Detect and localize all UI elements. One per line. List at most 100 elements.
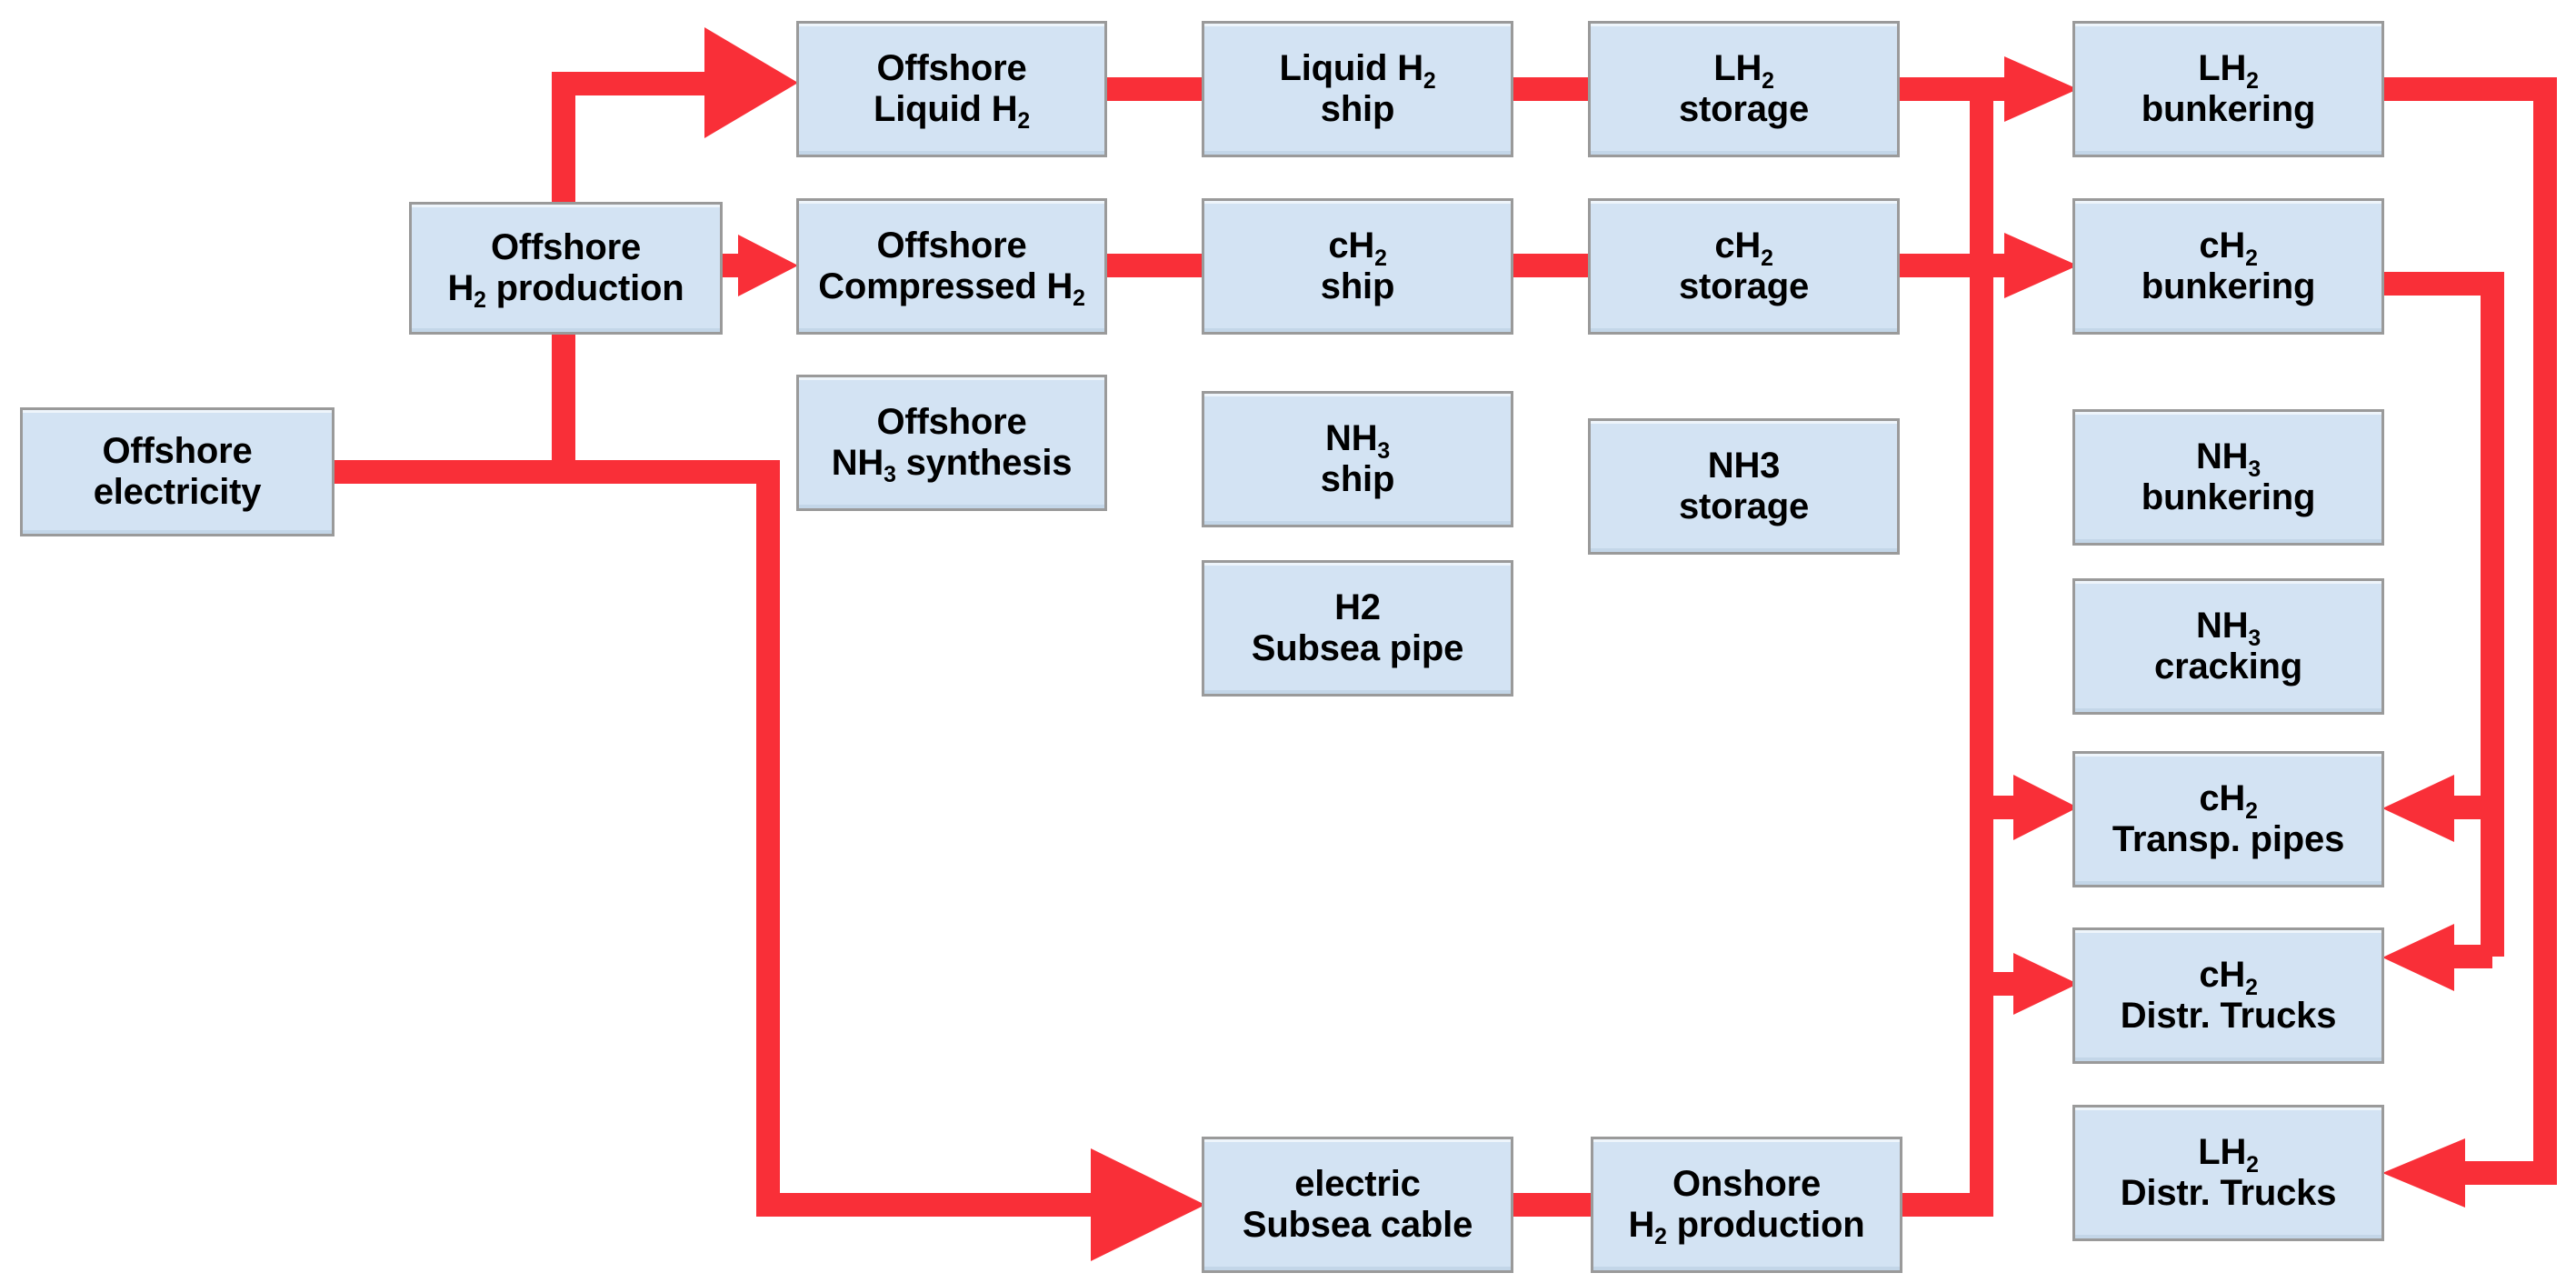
node-label-line: ship [1320, 459, 1395, 500]
node-label-line: bunkering [2142, 266, 2316, 307]
label-text: storage [1678, 486, 1810, 526]
node-label-line: ship [1280, 89, 1436, 130]
label-text: electricity [93, 472, 262, 512]
label-text: H2 [1334, 587, 1381, 628]
arrow-to-offshore-liquid-h2 [704, 27, 798, 138]
node-label-line: Offshore [832, 402, 1073, 443]
node-label-line: cracking [2154, 647, 2302, 687]
node-label-line: H2 production [1628, 1205, 1864, 1249]
node-label-line: Liquid H2 [874, 89, 1030, 134]
node-label-line: electricity [94, 472, 262, 513]
label-text: LH [1713, 48, 1762, 89]
node-label-line: NH3 [2154, 606, 2302, 650]
edge-offshore-electricity-to-electric-subsea-cable [329, 460, 1111, 1217]
node-label-line: storage [1679, 486, 1809, 527]
label-text: cH [1714, 226, 1762, 266]
label-text: LH [2198, 48, 2247, 89]
label-text: NH [2196, 606, 2249, 647]
label-text: cH [1328, 226, 1375, 266]
subscript: 2 [1762, 68, 1774, 94]
label-text: Onshore [1672, 1164, 1822, 1205]
label-text: Liquid H [874, 89, 1018, 129]
edge-lh2-bunkering-to-lh2-distr-trucks [2379, 77, 2557, 1185]
edge-ch2-bunkering-return-spine [2379, 272, 2504, 957]
node-label-line: LH2 [2121, 1132, 2337, 1177]
node-label-line: LH2 [1679, 48, 1809, 93]
subscript: 2 [2245, 798, 2258, 824]
subscript: 2 [2245, 246, 2258, 271]
node-label-line: electric [1243, 1164, 1473, 1205]
node-label-line: H2 production [447, 268, 684, 313]
arrow-to-ch2-distr-trucks [2013, 953, 2078, 1015]
arrow-to-electric-subsea-cable [1091, 1148, 1205, 1261]
label-text: Offshore [490, 227, 642, 268]
node-label-line: Distr. Trucks [2121, 996, 2337, 1037]
node-label-line: cH2 [1321, 226, 1394, 270]
arrow-to-ch2-transp-pipes-right [2382, 775, 2454, 842]
subscript: 3 [884, 463, 896, 488]
label-text: ship [1320, 266, 1395, 306]
node-label-line: Subsea pipe [1252, 628, 1464, 669]
node-label-line: bunkering [2142, 477, 2316, 518]
label-text: Liquid H [1279, 48, 1424, 89]
label-text: H [1628, 1205, 1655, 1245]
label-text: NH [831, 443, 884, 483]
node-label-line: NH3 synthesis [831, 443, 1073, 488]
node-label-line: Liquid H2 [1279, 48, 1436, 93]
node-label-line: Offshore [447, 227, 684, 268]
node-label-line: cH2 [2112, 778, 2344, 823]
label-text: Offshore [876, 48, 1027, 89]
subscript: 2 [2246, 1152, 2259, 1178]
node-label-line: Offshore [94, 431, 262, 472]
node-label-line: Distr. Trucks [2121, 1173, 2337, 1214]
label-text: LH [2198, 1132, 2247, 1173]
label-text: NH [1325, 418, 1378, 459]
label-text: ship [1320, 89, 1395, 129]
label-text: Offshore [102, 431, 253, 472]
node-label-line: storage [1679, 266, 1809, 307]
label-text: storage [1678, 89, 1810, 129]
label-text: cracking [2154, 647, 2302, 687]
label-text: ship [1320, 459, 1395, 499]
node-label-line: Subsea cable [1243, 1205, 1473, 1246]
label-text: bunkering [2141, 89, 2316, 129]
label-text: Distr. Trucks [2120, 996, 2337, 1036]
subscript: 2 [474, 288, 486, 314]
